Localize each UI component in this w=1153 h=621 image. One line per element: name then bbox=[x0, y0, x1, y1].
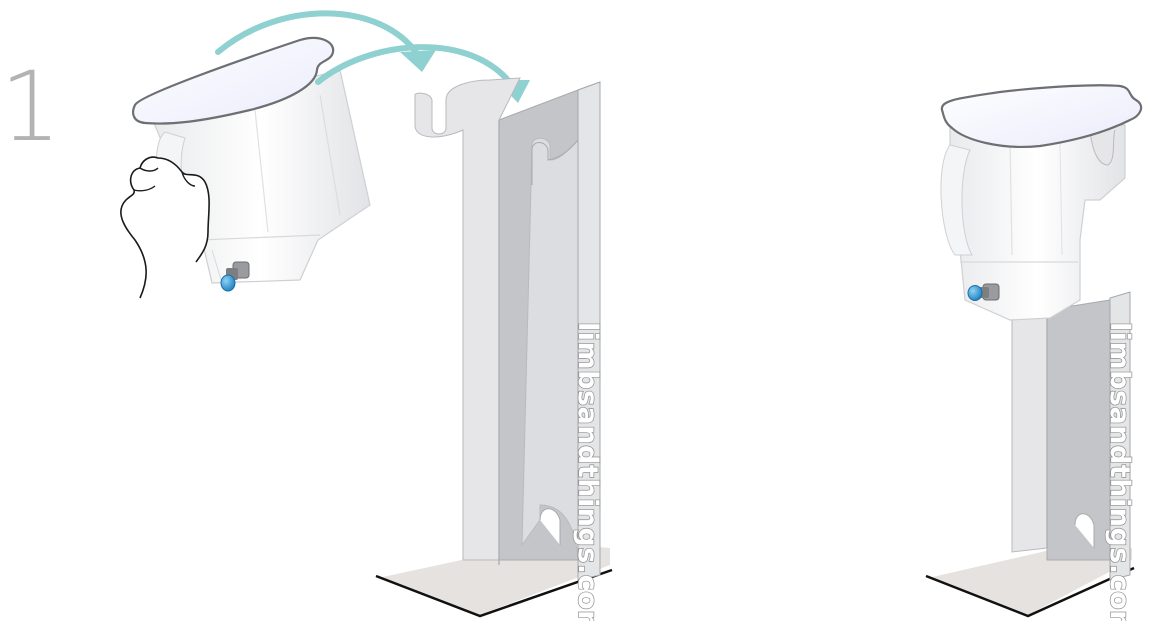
brand-label-right: limbsandthings.com bbox=[1104, 322, 1135, 621]
valve-icon-mounted bbox=[967, 283, 1000, 301]
valve-icon bbox=[220, 261, 250, 292]
stand-empty: limbsandthings.com bbox=[375, 77, 613, 621]
stand-assembled: limbsandthings.com bbox=[925, 84, 1143, 621]
step-number: 1 bbox=[0, 51, 61, 163]
reservoir-lifted bbox=[120, 36, 371, 299]
brand-label-left: limbsandthings.com bbox=[572, 322, 603, 621]
hand-icon bbox=[120, 156, 210, 299]
